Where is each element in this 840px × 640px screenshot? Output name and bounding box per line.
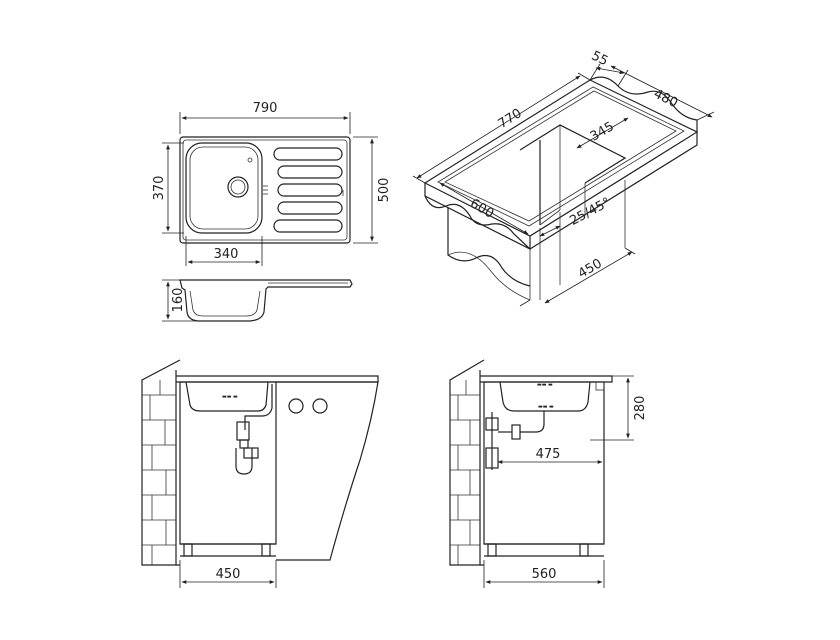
brick-wall: [449, 359, 485, 566]
dim-790: 790: [253, 101, 278, 116]
dim-560: 560: [532, 567, 557, 582]
dim-370: 370: [152, 176, 167, 201]
countertop-top: [423, 79, 699, 237]
dim-160: 160: [171, 288, 186, 313]
dim-angle: 25/45°: [567, 195, 613, 229]
dim-front-450: 450: [216, 567, 241, 582]
sink-outline: [179, 136, 351, 244]
dim-280: 280: [633, 396, 648, 421]
drain-icon: [227, 176, 249, 198]
bowl-marking: ▬▬ ▬: [537, 382, 553, 388]
bowl-inner: [189, 146, 259, 230]
hob-circle: [312, 398, 328, 414]
drainer-ribs: [273, 147, 343, 233]
dim-55: 55: [589, 48, 610, 69]
sink-rim: [182, 139, 348, 241]
dim-475: 475: [536, 447, 561, 462]
hob-circle: [288, 398, 304, 414]
top-view: 790 500 370 340: [152, 101, 392, 266]
side-section: 160: [162, 279, 353, 322]
isometric-view: 770 55 480 345 600 25/45° 450: [412, 48, 715, 307]
overflow-icon: [247, 157, 253, 163]
bowl-marking: ▬▬ ▬: [538, 404, 554, 410]
brick-wall: [141, 359, 181, 566]
dim-770: 770: [496, 106, 525, 132]
dim-340: 340: [214, 247, 239, 262]
drain-inner: [230, 179, 246, 195]
dim-500: 500: [377, 178, 392, 203]
dim-iso-450: 450: [576, 256, 605, 281]
side-installation-view: ▬▬ ▬ ▬▬ ▬ 280 475 560: [449, 359, 648, 588]
dim-480: 480: [651, 87, 680, 111]
bowl-marking: ▬▬ ▬: [222, 394, 238, 400]
front-installation-view: ▬▬ ▬ 450: [141, 359, 379, 588]
sink-profile: [179, 279, 353, 322]
dim-345: 345: [588, 119, 617, 144]
bowl-outline: [185, 142, 263, 234]
